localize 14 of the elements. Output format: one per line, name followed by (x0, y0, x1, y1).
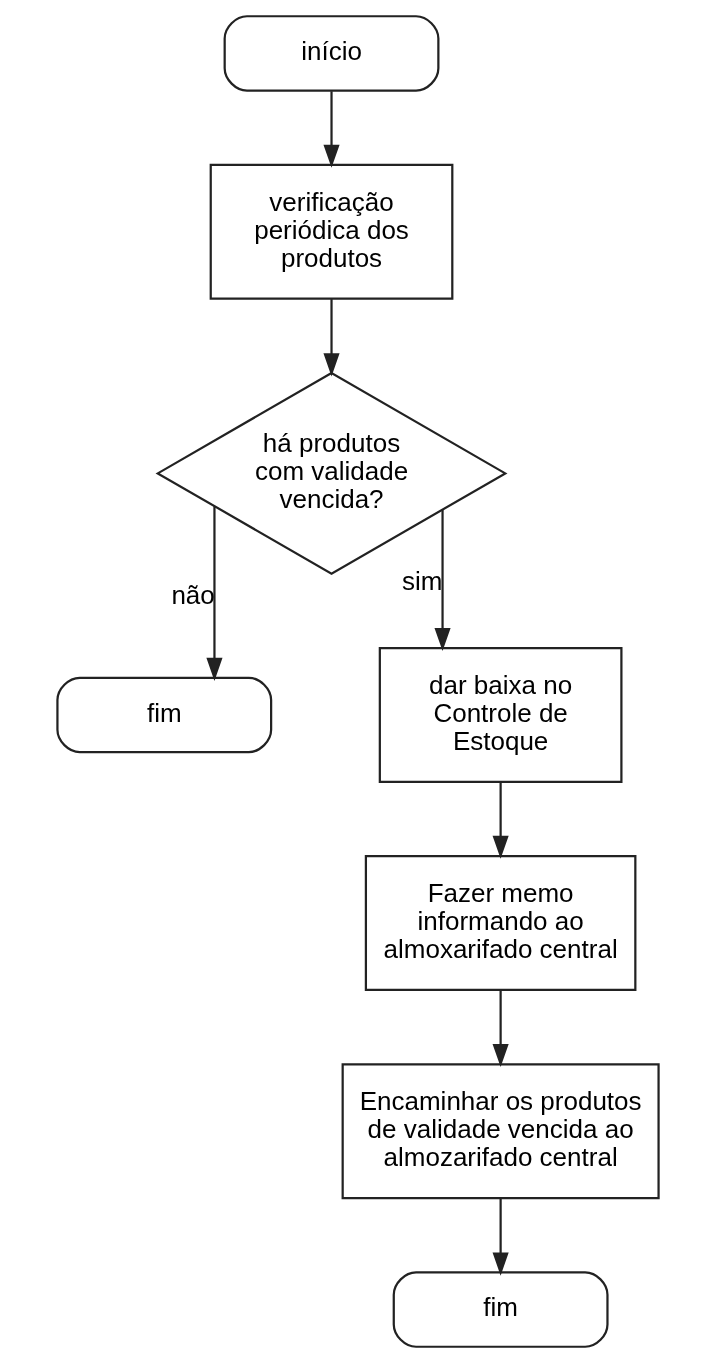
arrow (323, 91, 340, 168)
arrow (492, 1198, 509, 1276)
arrow (206, 506, 223, 681)
arrow (492, 781, 509, 859)
arrow (434, 510, 451, 652)
node-box: verificação periódica dos produtos (209, 163, 454, 300)
node-box: fim (56, 676, 273, 754)
node-box: Encaminhar os produtos de validade vencida ao almozarifado central (341, 1063, 660, 1200)
node-box: fim (392, 1271, 609, 1348)
arrow (492, 990, 509, 1067)
node-box: início (223, 15, 440, 92)
arrow (323, 299, 340, 377)
node-box: Fazer memo informando ao almoxarifado central (364, 855, 637, 992)
node-box: dar baixa no Controle de Estoque (378, 646, 623, 783)
